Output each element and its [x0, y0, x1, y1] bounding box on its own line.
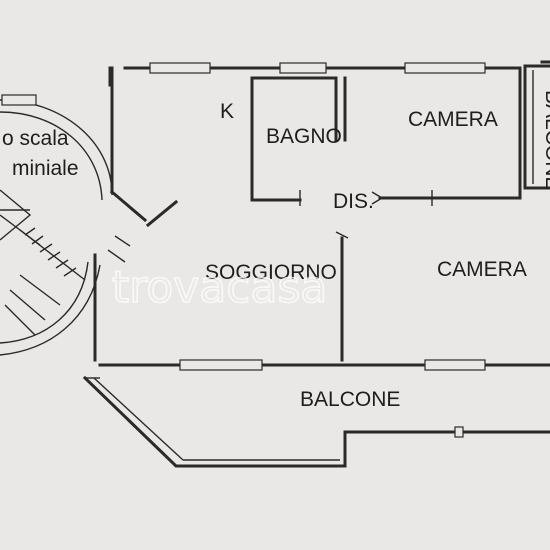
- interior-walls: [250, 76, 522, 362]
- scala-line2-label: miniale: [12, 157, 79, 180]
- bagno-label: BAGNO: [266, 125, 342, 148]
- kitchen-label: K: [220, 100, 234, 123]
- entry-door: [107, 199, 179, 263]
- scala-line1-label: o scala: [2, 127, 69, 150]
- bottom-balcony: [82, 375, 550, 468]
- balcone-side-label: BALCONE: [541, 90, 550, 190]
- balcone-bottom-label: BALCONE: [300, 388, 400, 411]
- soggiorno-label: SOGGIORNO: [205, 261, 337, 284]
- camera-right-label: CAMERA: [437, 258, 527, 281]
- stairwell: [0, 94, 113, 356]
- camera-top-label: CAMERA: [408, 108, 498, 131]
- side-balcony: [523, 64, 550, 190]
- watermark: trovacasa: [112, 262, 327, 313]
- bottom-windows: [179, 359, 486, 371]
- disimpegno-label: DIS.: [333, 190, 374, 213]
- top-windows: [149, 62, 486, 74]
